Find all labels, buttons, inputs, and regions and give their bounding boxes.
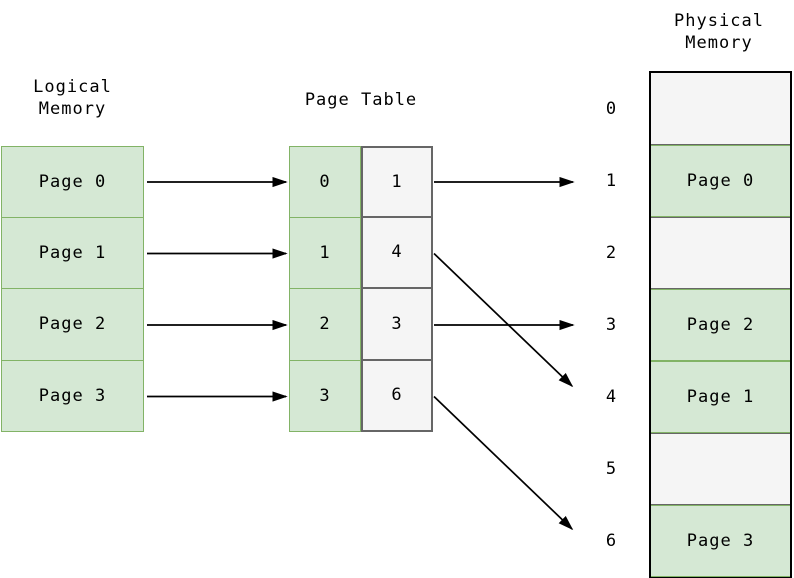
logical-memory-title-line2: Memory [38, 99, 107, 119]
frame-number-6: 6 [605, 531, 617, 551]
page-table-frame-value-2: 3 [361, 289, 433, 361]
physical-frame-1: Page 0 [651, 145, 790, 217]
physical-memory-box: Page 0 Page 2 Page 1 Page 3 [649, 71, 792, 578]
page-table-page-index-0: 0 [289, 146, 361, 218]
arrow-table3-to-frame6 [433, 395, 574, 531]
logical-page-0: Page 0 [1, 146, 144, 218]
physical-frame-3: Page 2 [651, 289, 790, 361]
page-table-row-3: 3 6 [289, 360, 433, 432]
physical-frame-2 [651, 217, 790, 289]
physical-memory-title: Physical Memory [646, 10, 792, 54]
page-table-frame-value-0: 1 [361, 146, 433, 218]
frame-number-4: 4 [605, 387, 617, 407]
page-table-row-2: 2 3 [289, 289, 433, 361]
page-table-frame-value-1: 4 [361, 217, 433, 289]
page-table-title: Page Table [304, 90, 418, 110]
physical-frame-6: Page 3 [651, 505, 790, 577]
page-table-box: 0 1 1 4 2 3 3 6 [289, 146, 433, 432]
physical-frame-4: Page 1 [651, 361, 790, 433]
frame-number-0: 0 [605, 99, 617, 119]
arrow-table1-to-frame4 [433, 252, 574, 388]
page-table-row-1: 1 4 [289, 217, 433, 289]
physical-frame-5 [651, 433, 790, 505]
page-table-page-index-2: 2 [289, 289, 361, 361]
page-table-page-index-1: 1 [289, 217, 361, 289]
physical-frame-0 [651, 73, 790, 145]
logical-memory-title-line1: Logical [33, 77, 112, 97]
logical-memory-box: Page 0 Page 1 Page 2 Page 3 [1, 146, 144, 432]
logical-page-2: Page 2 [1, 289, 144, 361]
page-table-row-0: 0 1 [289, 146, 433, 218]
logical-page-3: Page 3 [1, 360, 144, 432]
frame-number-3: 3 [605, 315, 617, 335]
page-table-page-index-3: 3 [289, 360, 361, 432]
frame-number-2: 2 [605, 243, 617, 263]
logical-page-1: Page 1 [1, 217, 144, 289]
frame-number-5: 5 [605, 459, 617, 479]
frame-number-1: 1 [605, 171, 617, 191]
logical-memory-title: Logical Memory [0, 76, 145, 120]
physical-memory-title-line2: Memory [685, 33, 753, 53]
physical-memory-title-line1: Physical [674, 11, 764, 31]
page-table-frame-value-3: 6 [361, 360, 433, 432]
